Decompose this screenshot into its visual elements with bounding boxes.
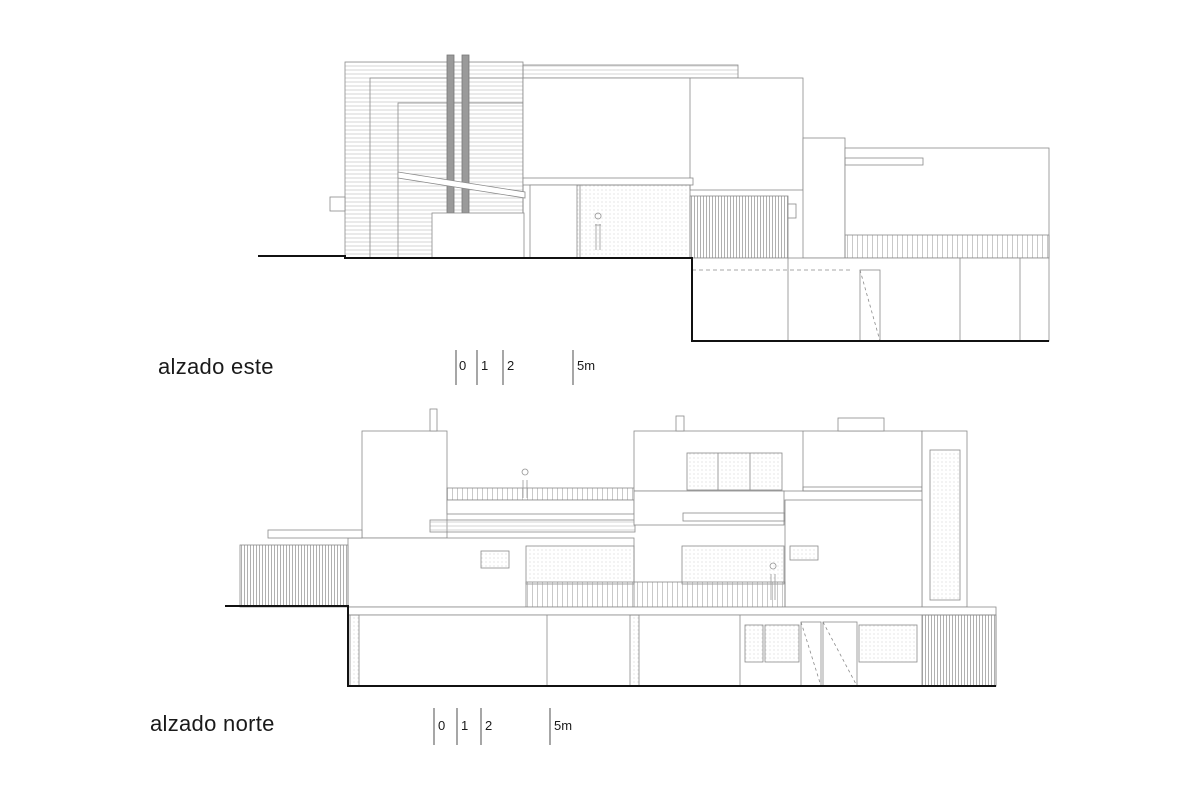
north-balcony-railing: [525, 581, 786, 608]
north-elevation-title: alzado norte: [150, 711, 275, 736]
east-wall-lamp: [787, 203, 797, 219]
east-scale-tick-1: 1: [481, 358, 489, 373]
east-scale-tick-0: 0: [459, 358, 467, 373]
north-basement-slats: [921, 614, 997, 687]
east-scale-bar: [455, 350, 574, 385]
east-central-block: [522, 77, 694, 182]
north-left-slats: [239, 544, 349, 608]
north-scale-tick-5m: 5m: [554, 718, 573, 733]
north-canopy-left: [267, 529, 363, 539]
north-mid-block: [633, 490, 785, 526]
east-ground-line: [258, 255, 1049, 342]
north-canopy-band: [429, 519, 636, 533]
east-scale-tick-5m: 5m: [577, 358, 596, 373]
east-small-side-box: [329, 196, 346, 212]
east-slanted-canopy: [397, 171, 526, 199]
east-basement-body: [691, 257, 1050, 342]
east-entry-canopy: [522, 177, 694, 186]
north-tower-chimney: [429, 408, 438, 432]
north-basement-column-left: [349, 614, 360, 687]
north-basement-window-right: [858, 624, 918, 663]
north-right-small-window: [789, 545, 819, 561]
north-basement-window-center: [764, 624, 800, 663]
north-scale-tick-0: 0: [438, 718, 446, 733]
east-glazed-panel: [576, 184, 691, 259]
north-scale-tick-2: 2: [485, 718, 493, 733]
east-right-upper-block: [689, 77, 804, 191]
east-balcony-railing: [844, 234, 1050, 259]
north-basement-column-mid: [629, 614, 640, 687]
east-elevation-title: alzado este: [158, 354, 274, 379]
north-scale-bar: [433, 708, 551, 745]
north-upper-window: [686, 452, 783, 491]
north-elevation: [239, 408, 997, 687]
east-right-mid-block: [802, 137, 846, 259]
north-roof-railing: [446, 487, 635, 501]
east-porch-recess: [529, 184, 581, 259]
north-roof-human-figure: [521, 468, 529, 498]
east-roof-strip: [522, 64, 739, 79]
east-chimney-left: [446, 54, 455, 214]
north-basement-window-left: [744, 624, 764, 663]
east-right-wing-roof-strip: [844, 157, 924, 166]
north-floor-slab: [347, 606, 997, 616]
north-glazing-left: [525, 545, 635, 585]
east-vertical-slats: [689, 195, 789, 259]
east-elevation: [329, 54, 1050, 342]
east-low-wall: [431, 212, 525, 259]
north-ground-line: [225, 605, 996, 687]
north-right-column-glazing: [929, 449, 961, 601]
north-roof-box-small: [675, 415, 685, 432]
east-scale-tick-2: 2: [507, 358, 515, 373]
north-roof-slab: [446, 499, 635, 515]
north-roof-box-large: [837, 417, 885, 432]
east-human-figure: [594, 212, 602, 250]
north-glazing-right: [681, 545, 785, 585]
north-small-window: [480, 550, 510, 569]
north-scale-tick-1: 1: [461, 718, 469, 733]
north-balcony-human-figure: [769, 562, 777, 600]
